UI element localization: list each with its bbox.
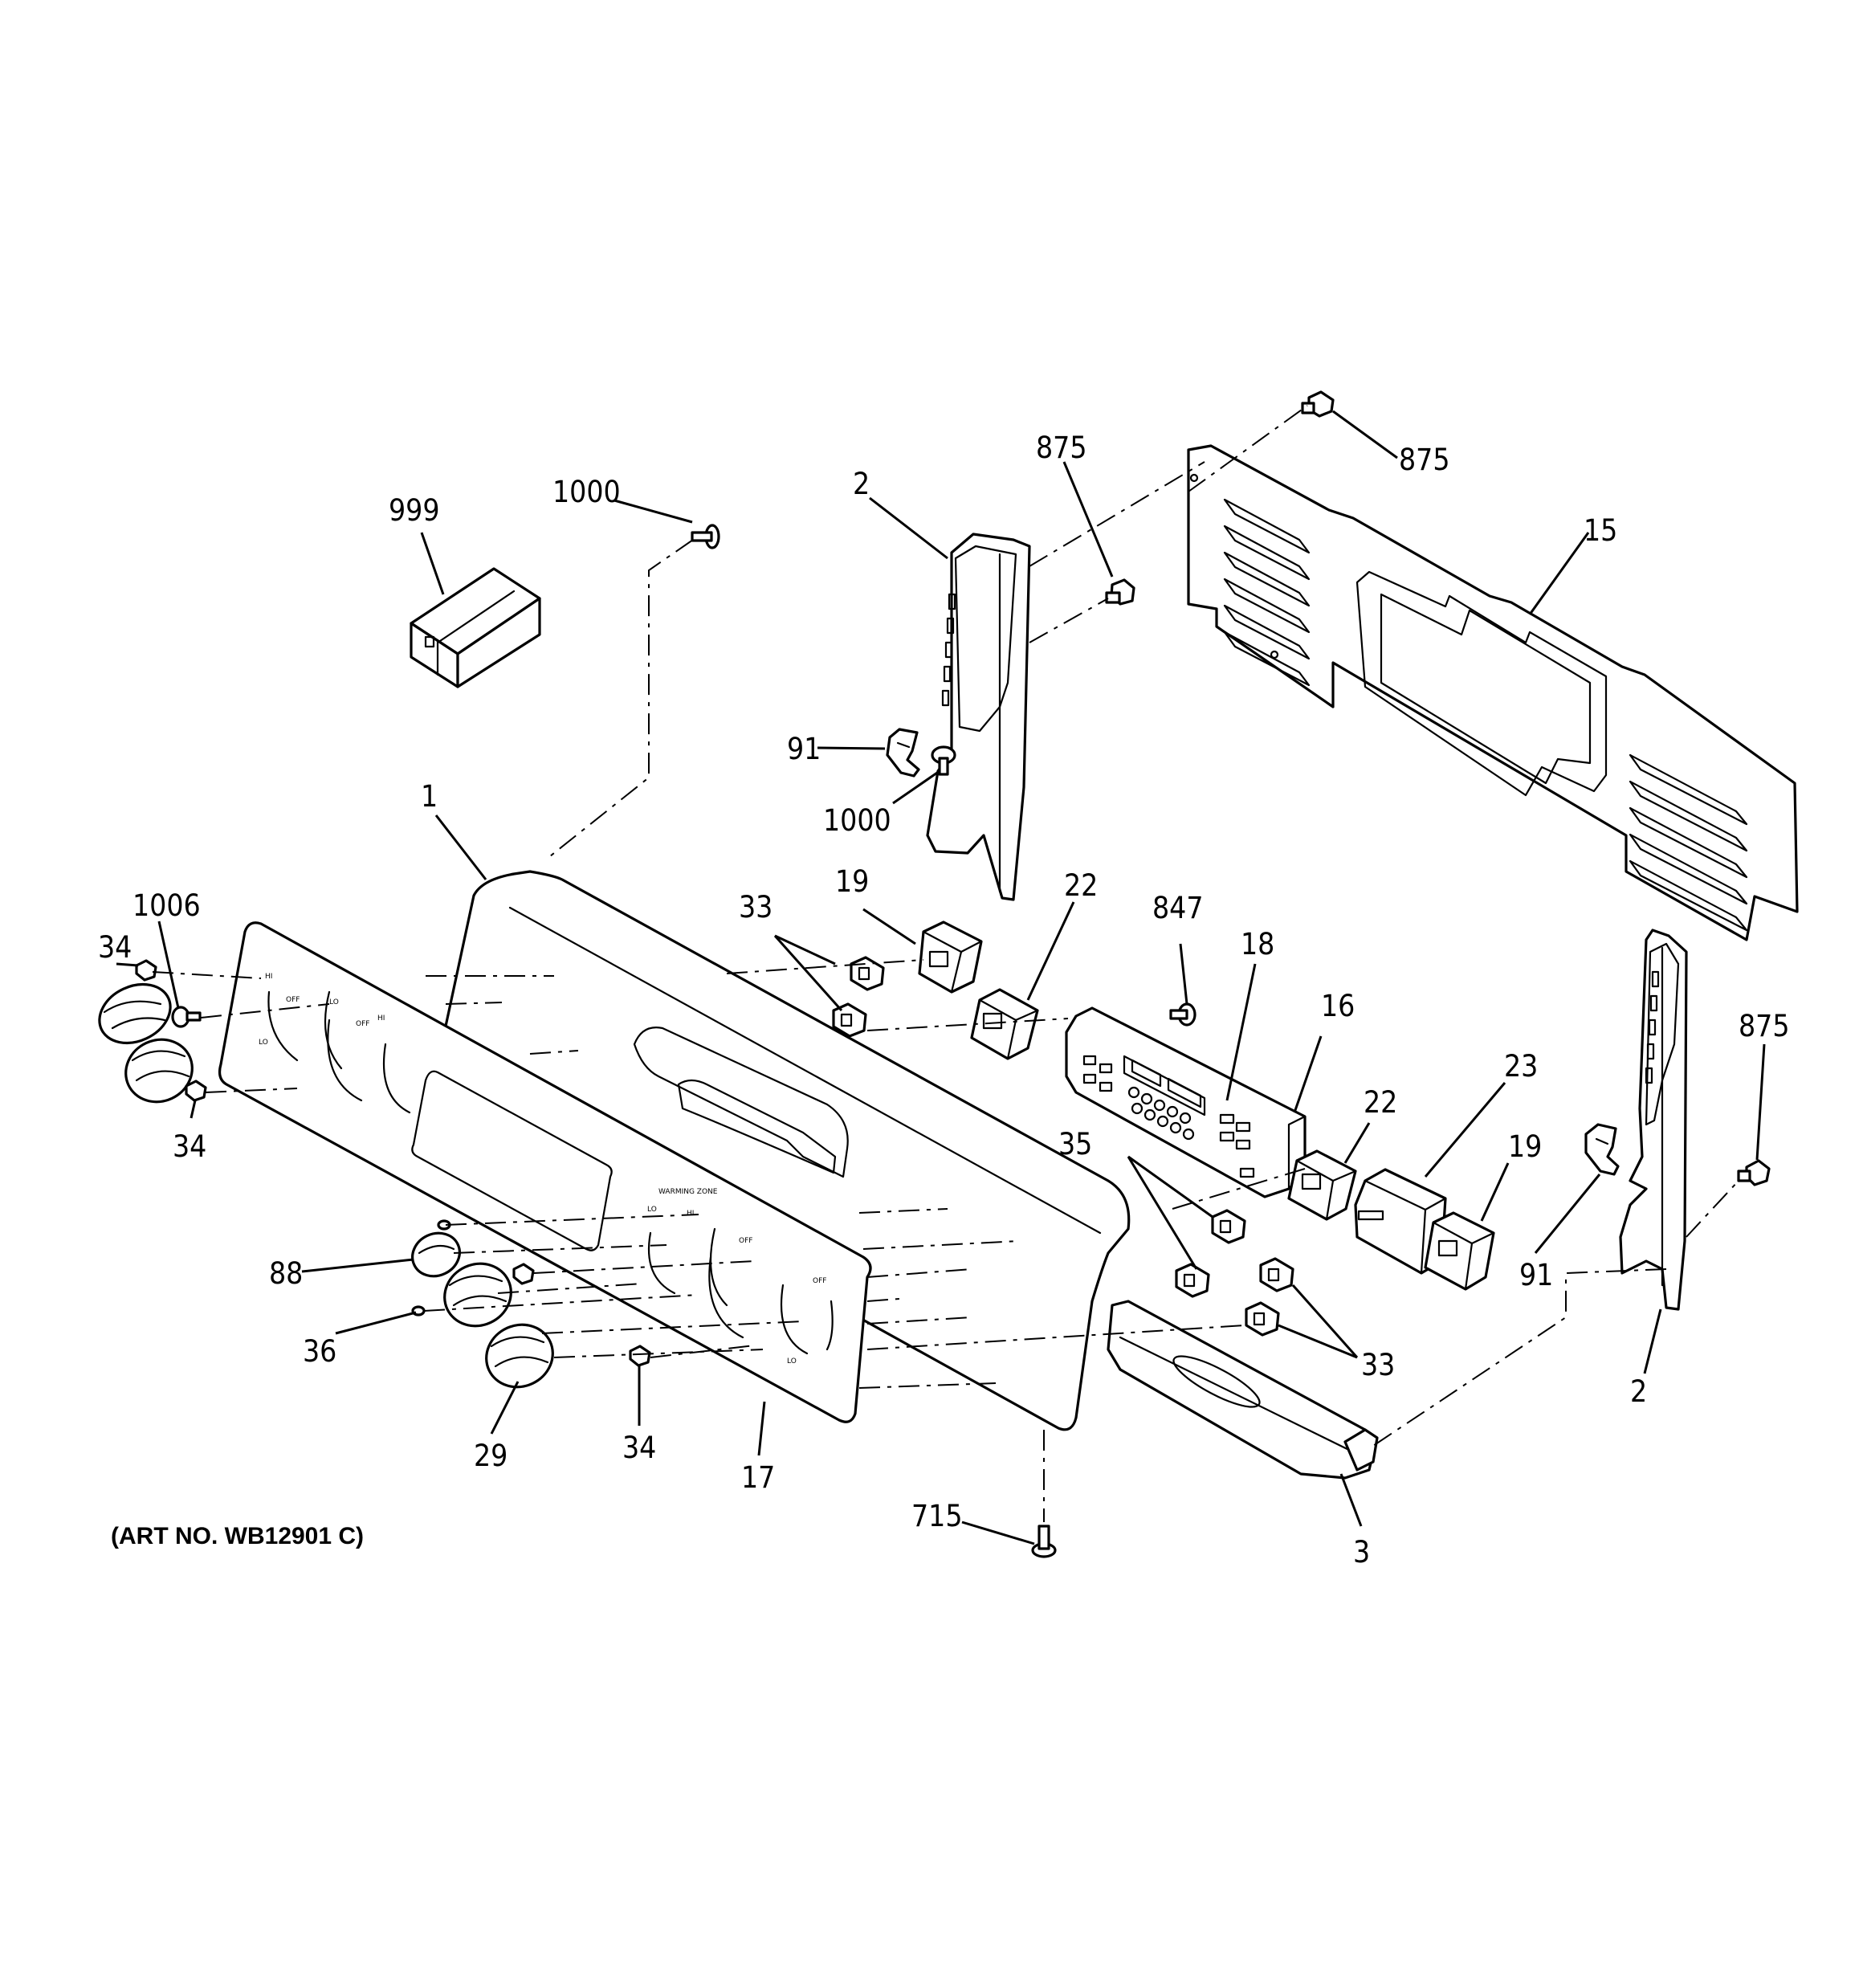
assembly-lines: [152, 405, 1739, 1522]
electronic-control-16: [1065, 1006, 1307, 1198]
screw-715: [1031, 1525, 1057, 1558]
callout-3: 3: [1353, 1535, 1370, 1570]
callout-17: 17: [741, 1460, 775, 1495]
louver-slots-right: [1629, 753, 1748, 932]
callout-2-right: 2: [1630, 1374, 1647, 1409]
callout-875-top-right: 875: [1399, 443, 1450, 477]
panel-warming-zone-label: WARMING ZONE: [658, 1188, 718, 1196]
rocker-switch-35-a: [1211, 1209, 1246, 1244]
callout-15: 15: [1584, 513, 1617, 548]
back-panel-15: [1187, 444, 1799, 941]
knob-88: [411, 1231, 461, 1278]
callout-2-top: 2: [853, 467, 870, 501]
panel-off-label-3: OFF: [739, 1237, 752, 1245]
callout-1000-mid: 1000: [823, 803, 891, 838]
panel-lo-label-4: LO: [787, 1357, 797, 1365]
screw-875-top: [1301, 390, 1335, 418]
callout-1000-top: 1000: [552, 475, 621, 509]
nut-34-top-left: [135, 959, 157, 982]
knob-29-b: [124, 1038, 194, 1104]
side-trim-2-left: [926, 533, 1031, 901]
callout-29: 29: [474, 1439, 508, 1473]
leader-lines: [116, 410, 1766, 1545]
side-trim-slots-right: [1645, 970, 1660, 1084]
panel-off-label-1: OFF: [286, 996, 300, 1004]
knob-29-d: [485, 1323, 554, 1389]
callout-1: 1: [421, 779, 438, 814]
bottom-trim-3: [1107, 1300, 1379, 1480]
callout-1006: 1006: [132, 888, 201, 923]
callout-88: 88: [269, 1256, 303, 1291]
callout-91-left: 91: [787, 732, 821, 766]
panel-hi-label-1: HI: [265, 973, 272, 981]
callout-19-right: 19: [1508, 1129, 1542, 1164]
louver-slots-left: [1223, 498, 1311, 687]
infinite-switch-19-right: [1424, 1211, 1495, 1291]
callout-33-top: 33: [739, 890, 773, 925]
front-control-panel-17: OFF OFF HI LO LO HI WARMING ZONE OFF OFF…: [218, 921, 872, 1423]
screw-875-mid: [1105, 578, 1135, 606]
panel-lo-label-3: LO: [647, 1206, 657, 1214]
nut-34-bottom: [629, 1345, 651, 1367]
knob-29-c: [443, 1262, 512, 1328]
callout-36: 36: [303, 1334, 336, 1369]
side-trim-slots-left: [941, 593, 956, 707]
dial-graphics-left: OFF OFF HI LO LO HI: [259, 973, 411, 1114]
nut-34-left-low: [185, 1080, 207, 1102]
side-trim-2-right: [1619, 929, 1688, 1311]
screw-1000-top: [691, 524, 720, 549]
panel-off-label-4: OFF: [813, 1277, 826, 1285]
rocker-switch-33-top-a: [850, 956, 885, 991]
rocker-switch-35-b: [1175, 1263, 1210, 1298]
callout-715: 715: [911, 1499, 963, 1533]
callout-34-left-low: 34: [173, 1129, 206, 1164]
switch-22-top: [970, 988, 1039, 1060]
callout-16: 16: [1321, 989, 1355, 1023]
callout-labels: 999 1000 2 875 875 15 91 1000 1 1006 34 …: [98, 431, 1790, 1570]
callout-999: 999: [389, 493, 440, 528]
callout-19-top: 19: [835, 864, 869, 899]
callout-22-mid: 22: [1364, 1085, 1397, 1120]
panel-hi-label-3: HI: [687, 1210, 694, 1218]
bracket-91-right: [1584, 1123, 1620, 1176]
callout-875-mid: 875: [1036, 431, 1087, 465]
nut-34-panel: [512, 1263, 535, 1285]
knob-29-a: [98, 982, 172, 1045]
rocker-switch-33-top-b: [832, 1002, 867, 1038]
rocker-switch-33-bottom-a: [1259, 1257, 1294, 1292]
callout-22-top: 22: [1064, 868, 1098, 903]
callout-35: 35: [1058, 1127, 1092, 1161]
callout-34-bottom: 34: [622, 1431, 656, 1465]
callout-18: 18: [1241, 927, 1274, 961]
screw-1000-mid: [931, 745, 956, 776]
panel-lo-label-2: LO: [329, 998, 339, 1006]
screw-847: [1169, 1002, 1196, 1027]
infinite-switch-19-top: [918, 921, 983, 994]
panel-off-label-2: OFF: [356, 1020, 369, 1028]
literature-box-999: [410, 567, 541, 688]
callout-34-top-left: 34: [98, 930, 132, 965]
screw-875-right: [1737, 1159, 1771, 1186]
rocker-switch-33-bottom-b: [1245, 1301, 1280, 1337]
callout-33-bottom: 33: [1361, 1348, 1395, 1382]
dial-graphics-right: WARMING ZONE OFF OFF LO HI LO: [647, 1188, 834, 1365]
panel-lo-label-1: LO: [259, 1039, 268, 1047]
callout-847: 847: [1152, 891, 1204, 925]
keypad: [1082, 1055, 1255, 1178]
art-number: (ART NO. WB12901 C): [111, 1523, 364, 1549]
bracket-91-left: [886, 728, 920, 778]
callout-23: 23: [1504, 1049, 1538, 1084]
panel-hi-label-2: HI: [377, 1014, 385, 1023]
switch-22-mid: [1287, 1149, 1357, 1221]
screw-1006: [171, 1006, 202, 1028]
callout-875-right: 875: [1739, 1009, 1790, 1043]
callout-91-right: 91: [1519, 1258, 1553, 1292]
switch-23: [1354, 1168, 1447, 1275]
